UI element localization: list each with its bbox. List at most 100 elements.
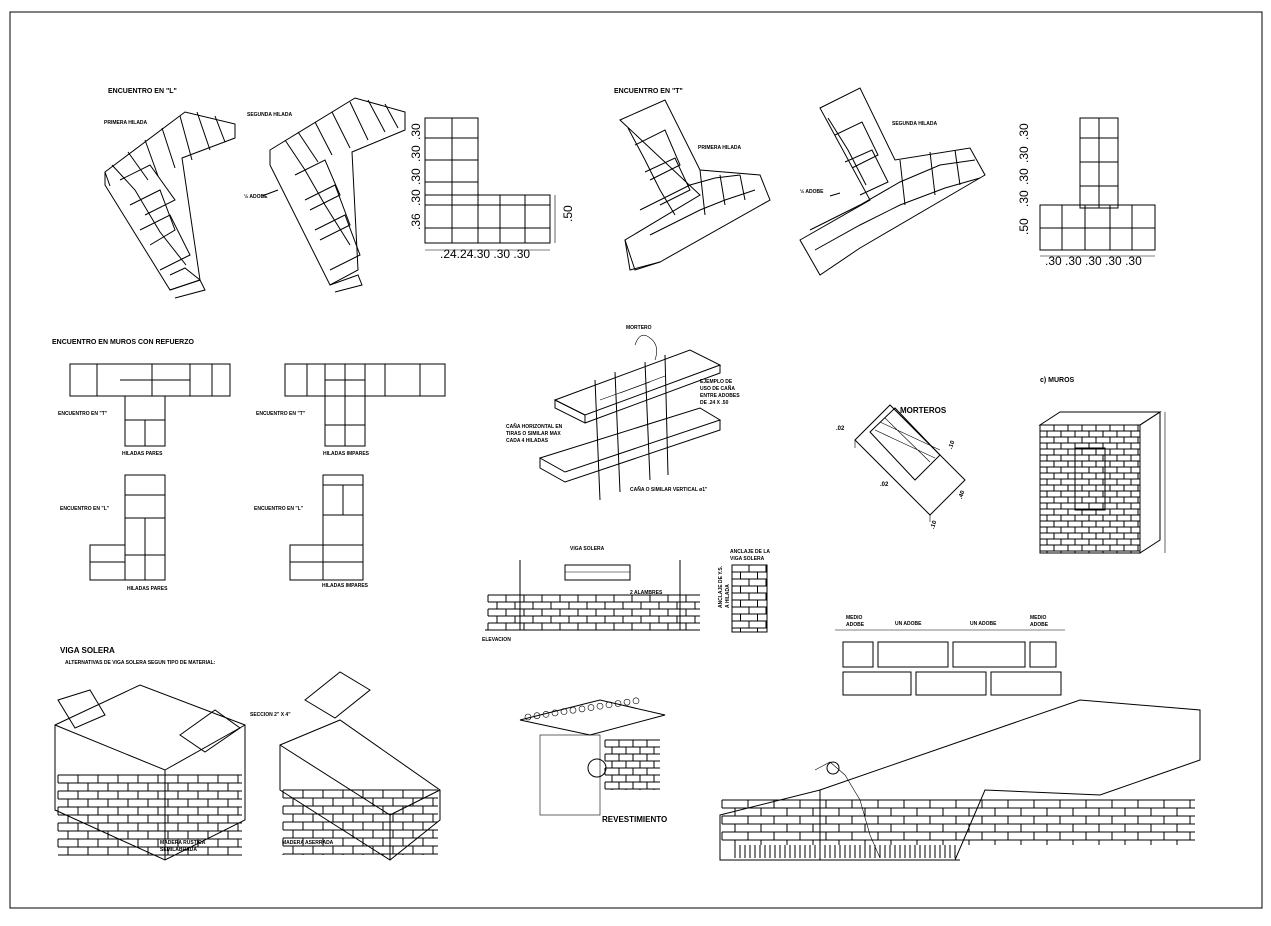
ejemplo-note: EJEMPLO DE USO DE CAÑA ENTRE ADOBES DE .… [700,379,740,407]
slab-hole [578,705,586,713]
morteros-dim-2: .02 [880,482,889,488]
ejemplo-line-1: EJEMPLO DE [700,379,733,385]
anclaje-v-line-1: ANCLAJE DE Y.S. [718,565,724,608]
l-corner-primera-iso [104,111,236,299]
medio-l-line-2: ADOBE [846,622,865,628]
revestimiento-scene [519,697,666,816]
t-dim-v-1: .30 [1017,123,1031,140]
slab-hole [623,698,631,706]
morteros-iso [854,404,966,522]
encuentro-t-title: ENCUENTRO EN "T" [614,88,683,95]
l-dim-v-2: .30 [409,145,423,162]
refuerzo-l-pares-label: ENCUENTRO EN "L" [60,506,110,512]
slab-hole [614,700,622,707]
anclaje-vertical-note: ANCLAJE DE Y.S. A HILADA [718,566,732,608]
slab-hole [632,697,640,705]
un-adobe-label-1: UN ADOBE [895,621,922,627]
elevacion-wall [485,560,768,633]
viga-solera-subtitle: ALTERNATIVAS DE VIGA SOLERA SEGUN TIPO D… [65,660,216,666]
l-corner-segunda-iso [261,97,406,293]
t-dim-v-4: .30 [1017,190,1031,207]
viga-rustica-iso [54,684,246,861]
l-plan-grid [424,117,556,251]
slab-hole [542,710,550,718]
slab-hole [551,709,559,717]
encuentro-t-segunda-label: SEGUNDA HILADA [892,121,938,127]
adobe-sizes [835,629,1065,696]
elevacion-label: ELEVACION [482,637,511,643]
ejemplo-line-3: ENTRE ADOBES [700,393,740,399]
l-dim-v-4: .30 [409,189,423,206]
anclaje-line-1: ANCLAJE DE LA [730,549,771,555]
refuerzo-l-impares [289,474,364,581]
revestimiento-title: REVESTIMIENTO [602,815,668,824]
refuerzo-pares-caption-2: HILADAS PARES [127,586,168,592]
ejemplo-line-4: DE .24 X .50 [700,400,729,406]
encuentro-t-adobe-label: ½ ADOBE [800,189,824,195]
wall-construction-scene [719,699,1201,861]
refuerzo-impares-caption-2: HILADAS IMPARES [322,583,369,589]
t-corner-segunda-iso [799,87,986,276]
refuerzo-t-pares-label: ENCUENTRO EN "T" [58,411,108,417]
elev-alambres-label: 2 ALAMBRES [630,590,663,596]
slab-hole [533,712,541,719]
anclaje-line-2: VIGA SOLERA [730,556,765,562]
t-dim-v-3: .30 [1017,168,1031,185]
morteros-title: MORTEROS [900,406,947,415]
muros-brick-wall [1038,411,1166,554]
rustica-line-2: SEMILABRADA [160,847,197,853]
un-adobe-label-2: UN ADOBE [970,621,997,627]
cane-reinforcement-iso [538,334,722,501]
anclaje-note: ANCLAJE DE LA VIGA SOLERA [730,549,770,563]
l-dim-side: .50 [561,205,575,222]
encuentro-l-title: ENCUENTRO EN "L" [108,88,177,95]
l-dim-v-1: .30 [409,123,423,140]
l-dim-h: .24.24.30 .30 .30 [440,247,531,261]
cana-vertical-note: CAÑA O SIMILAR VERTICAL ø1" [630,487,708,493]
refuerzo-l-impares-label: ENCUENTRO EN "L" [254,506,304,512]
sheet-border [9,11,1263,909]
t-dim-h: .30 .30 .30 .30 .30 [1045,254,1142,268]
medio-l-line-1: MEDIO [846,615,863,621]
rustica-line-1: MADERA RUSTICA [160,840,206,846]
slab-hole [569,706,577,714]
encuentro-t-primera-label: PRIMERA HILADA [698,145,742,151]
refuerzo-impares-caption-1: HILADAS IMPARES [323,451,370,457]
medio-r-line-2: ADOBE [1030,622,1049,628]
encuentro-l-adobe-label: ½ ADOBE [244,194,268,200]
ejemplo-line-2: USO DE CAÑA [700,386,736,392]
t-corner-primera-iso [619,99,771,271]
t-plan-grid [1039,117,1156,257]
encuentro-l-primera-label: PRIMERA HILADA [104,120,148,126]
seccion-label: SECCION 2" X 4" [250,712,291,718]
t-dim-v-2: .30 [1017,146,1031,163]
madera-aserrada-label: MADERA ASERRADA [282,840,334,846]
refuerzo-title: ENCUENTRO EN MUROS CON REFUERZO [52,339,194,346]
viga-aserrada-iso [279,671,441,861]
refuerzo-pares-caption-1: HILADAS PARES [122,451,163,457]
encuentro-l-segunda-label: SEGUNDA HILADA [247,112,293,118]
cana-h-line-3: CADA 4 HILADAS [506,438,549,444]
refuerzo-t-impares-label: ENCUENTRO EN "T" [256,411,306,417]
l-dim-v-3: .30 [409,168,423,185]
viga-solera-title: VIGA SOLERA [60,646,115,655]
medio-adobe-right: MEDIO ADOBE [1030,615,1048,629]
muros-title: c) MUROS [1040,377,1075,384]
elev-viga-label: VIGA SOLERA [570,546,605,552]
cana-h-line-2: TIRAS O SIMILAR MAX [506,431,561,437]
cana-horizontal-note: CAÑA HORIZONTAL EN TIRAS O SIMILAR MAX C… [506,424,562,445]
slab-hole [596,702,604,710]
cana-h-line-1: CAÑA HORIZONTAL EN [506,424,563,430]
refuerzo-t-impares [284,363,446,447]
mortero-label: MORTERO [626,325,652,331]
medio-r-line-1: MEDIO [1030,615,1047,621]
anclaje-v-line-2: A HILADA [725,584,731,608]
t-dim-v-5: .50 [1017,218,1031,235]
slab-hole [587,704,595,711]
morteros-dim-1: .02 [836,426,845,432]
l-dim-v-5: .36 [409,213,423,230]
refuerzo-l-pares [89,474,166,581]
refuerzo-t-pares [69,363,231,447]
slab-hole [605,701,613,709]
